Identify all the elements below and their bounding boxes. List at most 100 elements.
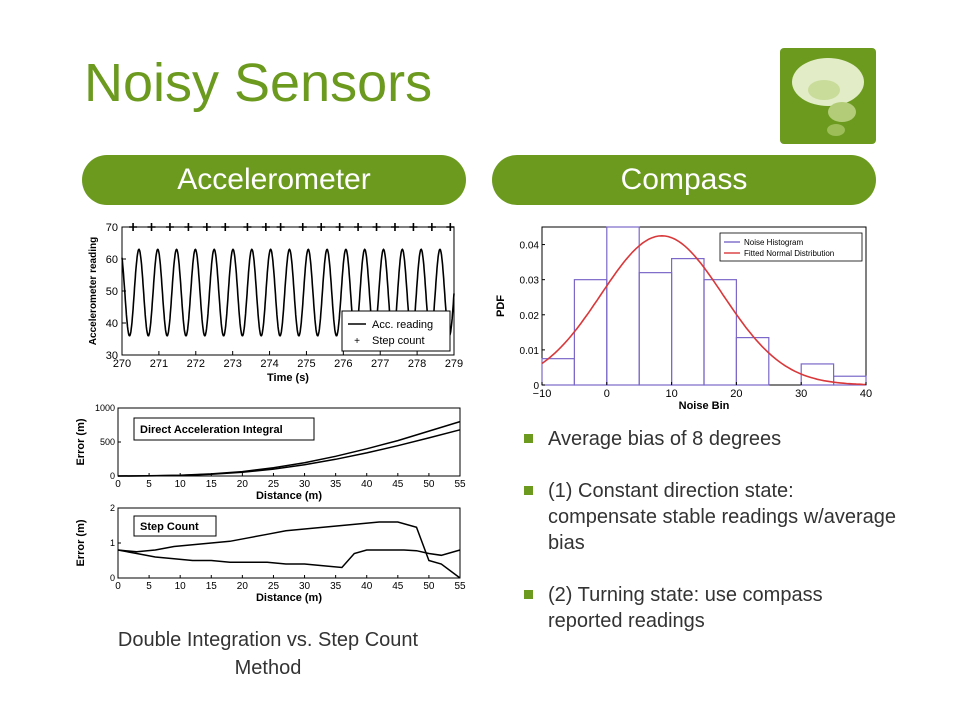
histogram-bar bbox=[833, 375, 867, 386]
x-tick-label: 35 bbox=[330, 581, 342, 592]
x-tick-label: 55 bbox=[454, 479, 466, 490]
step-count-marker bbox=[202, 223, 211, 231]
legend-box bbox=[133, 417, 315, 441]
step-count-marker bbox=[390, 223, 399, 231]
x-tick-label: 10 bbox=[175, 479, 187, 490]
histogram-bar bbox=[703, 279, 738, 386]
step-count-marker bbox=[372, 223, 381, 231]
step-count-marker bbox=[261, 223, 270, 231]
x-tick-label: 278 bbox=[408, 358, 426, 370]
x-tick-label: 40 bbox=[860, 388, 872, 400]
x-tick-label: 279 bbox=[445, 358, 463, 370]
x-tick-label: 5 bbox=[146, 479, 152, 490]
legend-box bbox=[133, 515, 217, 537]
error-line-0 bbox=[117, 521, 461, 579]
x-tick-label: 30 bbox=[795, 388, 807, 400]
x-axis-label: Time (s) bbox=[267, 372, 309, 384]
x-tick-label: 10 bbox=[665, 388, 677, 400]
x-tick-label: 15 bbox=[206, 581, 218, 592]
step-count-marker bbox=[165, 223, 174, 231]
x-tick-label: 271 bbox=[150, 358, 168, 370]
bullet-text: (2) Turning state: use compass reported … bbox=[548, 584, 823, 632]
step-count-marker bbox=[354, 223, 363, 231]
x-tick-label: 20 bbox=[237, 581, 249, 592]
y-tick-label: 0.04 bbox=[520, 241, 540, 252]
x-tick-label: 55 bbox=[454, 581, 466, 592]
x-tick-label: 273 bbox=[223, 358, 241, 370]
x-tick-label: 276 bbox=[334, 358, 352, 370]
step-count-marker bbox=[129, 223, 138, 231]
y-tick-label: 0.02 bbox=[520, 311, 540, 322]
x-tick-label: 274 bbox=[260, 358, 278, 370]
x-tick-label: 30 bbox=[299, 479, 311, 490]
chart-caption: Double Integration vs. Step Count Method bbox=[117, 629, 419, 679]
step-count-marker bbox=[298, 223, 307, 231]
x-tick-label: −10 bbox=[533, 388, 552, 400]
histogram-bar bbox=[735, 336, 770, 386]
y-tick-label: 1000 bbox=[95, 403, 115, 413]
histogram-bar bbox=[573, 279, 608, 386]
y-tick-label: 1 bbox=[110, 538, 115, 548]
y-tick-label: 2 bbox=[110, 503, 115, 513]
accelerometer-header: Accelerometer bbox=[82, 155, 466, 205]
y-tick-label: 70 bbox=[106, 222, 118, 234]
bullet-text: (1) Constant direction state: compensate… bbox=[548, 480, 896, 554]
x-tick-label: 50 bbox=[423, 581, 435, 592]
x-tick-label: 25 bbox=[268, 581, 280, 592]
y-tick-label: 0 bbox=[110, 573, 115, 583]
legend-label: Direct Acceleration Integral bbox=[140, 424, 283, 436]
x-tick-label: 50 bbox=[423, 479, 435, 490]
x-tick-label: 20 bbox=[237, 479, 249, 490]
y-axis-label: Error (m) bbox=[75, 519, 87, 566]
step-count-marker bbox=[317, 223, 326, 231]
y-tick-label: 60 bbox=[106, 254, 118, 266]
legend-label: Fitted Normal Distribution bbox=[744, 249, 834, 258]
x-axis-label: Distance (m) bbox=[256, 592, 322, 604]
fitted-normal-curve bbox=[541, 234, 867, 386]
x-tick-label: 270 bbox=[113, 358, 131, 370]
bullet-item: (1) Constant direction state: compensate… bbox=[520, 478, 900, 556]
x-tick-label: 10 bbox=[175, 581, 187, 592]
x-axis-label: Distance (m) bbox=[256, 490, 322, 502]
bullet-square-icon bbox=[524, 590, 533, 599]
step-count-marker bbox=[427, 223, 436, 231]
error-line-1 bbox=[117, 429, 461, 477]
legend-marker-swatch: + bbox=[354, 336, 360, 347]
acc-reading-line bbox=[121, 248, 455, 337]
compass-bullet-list: Average bias of 8 degrees (1) Constant d… bbox=[520, 426, 900, 660]
error-line-1 bbox=[117, 549, 461, 569]
legend-label: Step Count bbox=[140, 521, 199, 533]
y-tick-label: 0 bbox=[533, 381, 539, 392]
x-tick-label: 35 bbox=[330, 479, 342, 490]
y-tick-label: 0.03 bbox=[520, 276, 540, 287]
x-tick-label: 20 bbox=[730, 388, 742, 400]
bullet-text: Average bias of 8 degrees bbox=[548, 428, 782, 450]
bullet-item: (2) Turning state: use compass reported … bbox=[520, 582, 900, 634]
legend-label: Acc. reading bbox=[372, 319, 433, 331]
step-count-marker bbox=[409, 223, 418, 231]
legend-label: Step count bbox=[372, 335, 425, 347]
step-count-marker bbox=[276, 223, 285, 231]
x-tick-label: 272 bbox=[187, 358, 205, 370]
x-tick-label: 0 bbox=[115, 581, 121, 592]
x-tick-label: 0 bbox=[604, 388, 610, 400]
histogram-bar bbox=[671, 257, 705, 386]
page-title: Noisy Sensors bbox=[84, 53, 433, 113]
legend-box bbox=[341, 310, 451, 352]
step-count-marker bbox=[147, 223, 156, 231]
y-axis-label: Error (m) bbox=[75, 418, 87, 465]
x-tick-label: 40 bbox=[361, 479, 373, 490]
x-tick-label: 25 bbox=[268, 479, 280, 490]
bullet-square-icon bbox=[524, 434, 533, 443]
y-axis-label: Accelerometer reading bbox=[88, 237, 99, 345]
histogram-bar bbox=[541, 358, 576, 386]
y-tick-label: 500 bbox=[100, 437, 115, 447]
x-tick-label: 40 bbox=[361, 581, 373, 592]
step-count-marker bbox=[446, 223, 455, 231]
y-tick-label: 0.01 bbox=[520, 346, 540, 357]
y-tick-label: 0 bbox=[110, 471, 115, 481]
compass-header: Compass bbox=[492, 155, 876, 205]
